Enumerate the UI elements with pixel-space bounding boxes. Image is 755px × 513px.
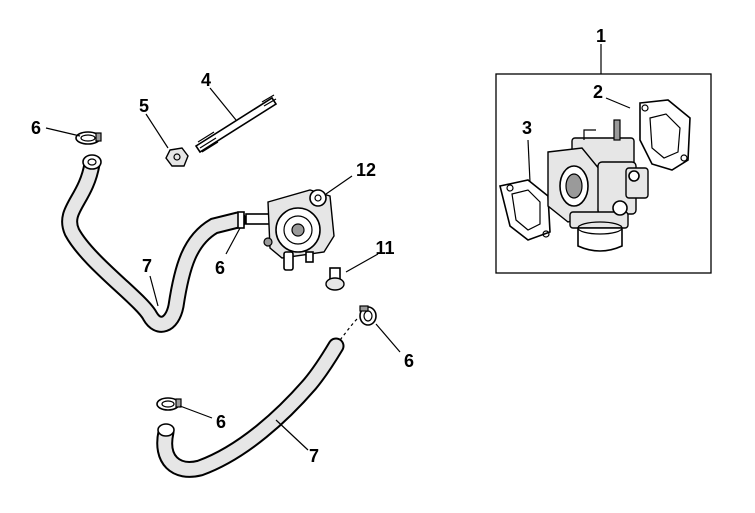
- callout-6-right: 6: [404, 351, 414, 371]
- carburetor-icon: [547, 119, 649, 252]
- gasket-icon: [499, 179, 551, 241]
- callout-7-upper: 7: [142, 256, 152, 276]
- callout-6-lower: 6: [216, 412, 226, 432]
- callout-2: 2: [593, 82, 603, 102]
- fuel-pump-icon: [245, 189, 335, 271]
- hose-clamp-icon: [359, 305, 377, 326]
- callout-5: 5: [139, 96, 149, 116]
- hose-clamp-icon: [237, 211, 245, 229]
- screw-icon: [325, 267, 345, 291]
- fuel-hose-icon: [156, 337, 345, 478]
- fuel-hose-icon: [61, 154, 247, 333]
- stud-icon: [194, 94, 278, 154]
- callout-1: 1: [596, 26, 606, 46]
- callout-7-lower: 7: [309, 446, 319, 466]
- callout-6-upper-left: 6: [31, 118, 41, 138]
- hose-clamp-icon: [156, 397, 182, 411]
- callout-12: 12: [356, 160, 376, 180]
- callout-6-pump: 6: [215, 258, 225, 278]
- callout-4: 4: [201, 70, 211, 90]
- leader-lines: [45, 87, 631, 451]
- callout-3: 3: [522, 118, 532, 138]
- hose-clamp-icon: [75, 131, 102, 145]
- nut-icon: [165, 147, 189, 167]
- callout-11: 11: [375, 238, 394, 258]
- gasket-icon: [639, 99, 691, 171]
